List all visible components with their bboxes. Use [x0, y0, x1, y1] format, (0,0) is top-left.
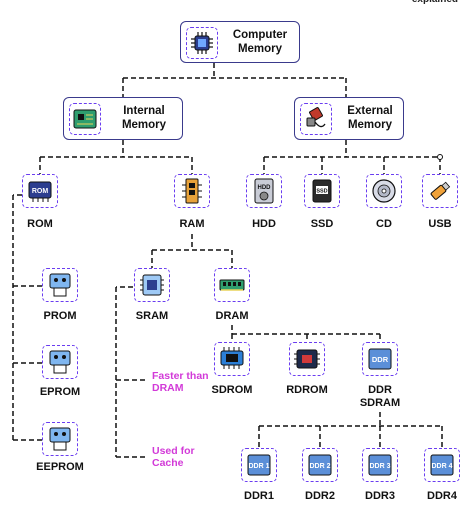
computer-memory-label: Computer Memory [223, 28, 297, 56]
internal-memory-node: Internal Memory [63, 97, 183, 140]
note-line2: Cache [152, 457, 184, 469]
ddr-chip-icon: DDR [362, 342, 398, 376]
external-memory-label: External Memory [339, 104, 401, 132]
brand-text: explained [412, 0, 458, 5]
hdd-label: HDD [252, 218, 276, 230]
eprom-chip-icon [42, 345, 78, 379]
note-line1: Used for [152, 445, 195, 457]
label-line1: External [347, 105, 393, 117]
ddr2-chip-icon: DDR 2 [302, 448, 338, 482]
ddr4-label: DDR4 [427, 490, 457, 502]
dram-stick-icon [214, 268, 250, 302]
ram-label: RAM [179, 218, 205, 230]
ddr4-chip-icon: DDR 4 [424, 448, 460, 482]
eprom-label: EPROM [39, 386, 81, 398]
ddr2-label: DDR2 [305, 490, 335, 502]
cd-icon [366, 174, 402, 208]
eeprom-label: EEPROM [36, 461, 84, 473]
computer-memory-node: Computer Memory [180, 21, 300, 63]
cd-label: CD [376, 218, 392, 230]
used-for-cache-note: Used for Cache [152, 445, 195, 469]
ddr1-label: DDR1 [244, 490, 274, 502]
eeprom-chip-icon [42, 422, 78, 456]
hdd-icon: HDD [246, 174, 282, 208]
usb-drive-icon [422, 174, 458, 208]
sdram-chip-icon [214, 342, 250, 376]
external-memory-node: External Memory [294, 97, 404, 140]
ddr3-chip-text: DDR 3 [369, 463, 390, 470]
sram-chip-icon [134, 268, 170, 302]
cpu-chip-icon [186, 27, 218, 59]
ddr1-chip-icon: DDR 1 [241, 448, 277, 482]
sdrom-label: SDROM [211, 384, 253, 396]
ddr4-chip-text: DDR 4 [431, 463, 452, 470]
ddr1-chip-text: DDR 1 [248, 463, 269, 470]
label-line1: DDR [368, 384, 392, 396]
circuit-board-icon [69, 103, 101, 135]
label-line2: Memory [237, 43, 283, 55]
ddr2-chip-text: DDR 2 [309, 463, 330, 470]
rdrom-label: RDROM [286, 384, 328, 396]
label-line2: Memory [121, 119, 167, 131]
ddr3-chip-icon: DDR 3 [362, 448, 398, 482]
dram-label: DRAM [215, 310, 249, 322]
usb-cable-icon [300, 103, 332, 135]
ssd-label: SSD [310, 218, 334, 230]
internal-memory-label: Internal Memory [108, 104, 180, 132]
note-line1: Faster than [152, 370, 209, 382]
ddr-chip-text: DDR [372, 355, 389, 364]
prom-chip-icon [42, 268, 78, 302]
ram-stick-icon [174, 174, 210, 208]
ddr-sdram-label: DDR SDRAM [360, 384, 400, 410]
note-line2: DRAM [152, 382, 184, 394]
label-line2: Memory [347, 119, 393, 131]
sram-label: SRAM [135, 310, 169, 322]
label-line1: Computer [232, 29, 288, 41]
rom-label: ROM [27, 218, 53, 230]
label-line1: Internal [123, 105, 165, 117]
svg-text:ROM: ROM [32, 188, 49, 195]
svg-text:HDD: HDD [258, 185, 272, 191]
faster-than-dram-note: Faster than DRAM [152, 370, 209, 394]
ddr3-label: DDR3 [365, 490, 395, 502]
rom-chip-icon: ROM [22, 174, 58, 208]
rdram-chip-icon [289, 342, 325, 376]
usb-label: USB [428, 218, 452, 230]
svg-text:SSD: SSD [316, 189, 327, 195]
label-line2: SDRAM [359, 397, 401, 409]
prom-label: PROM [43, 310, 77, 322]
ssd-icon: SSD [304, 174, 340, 208]
